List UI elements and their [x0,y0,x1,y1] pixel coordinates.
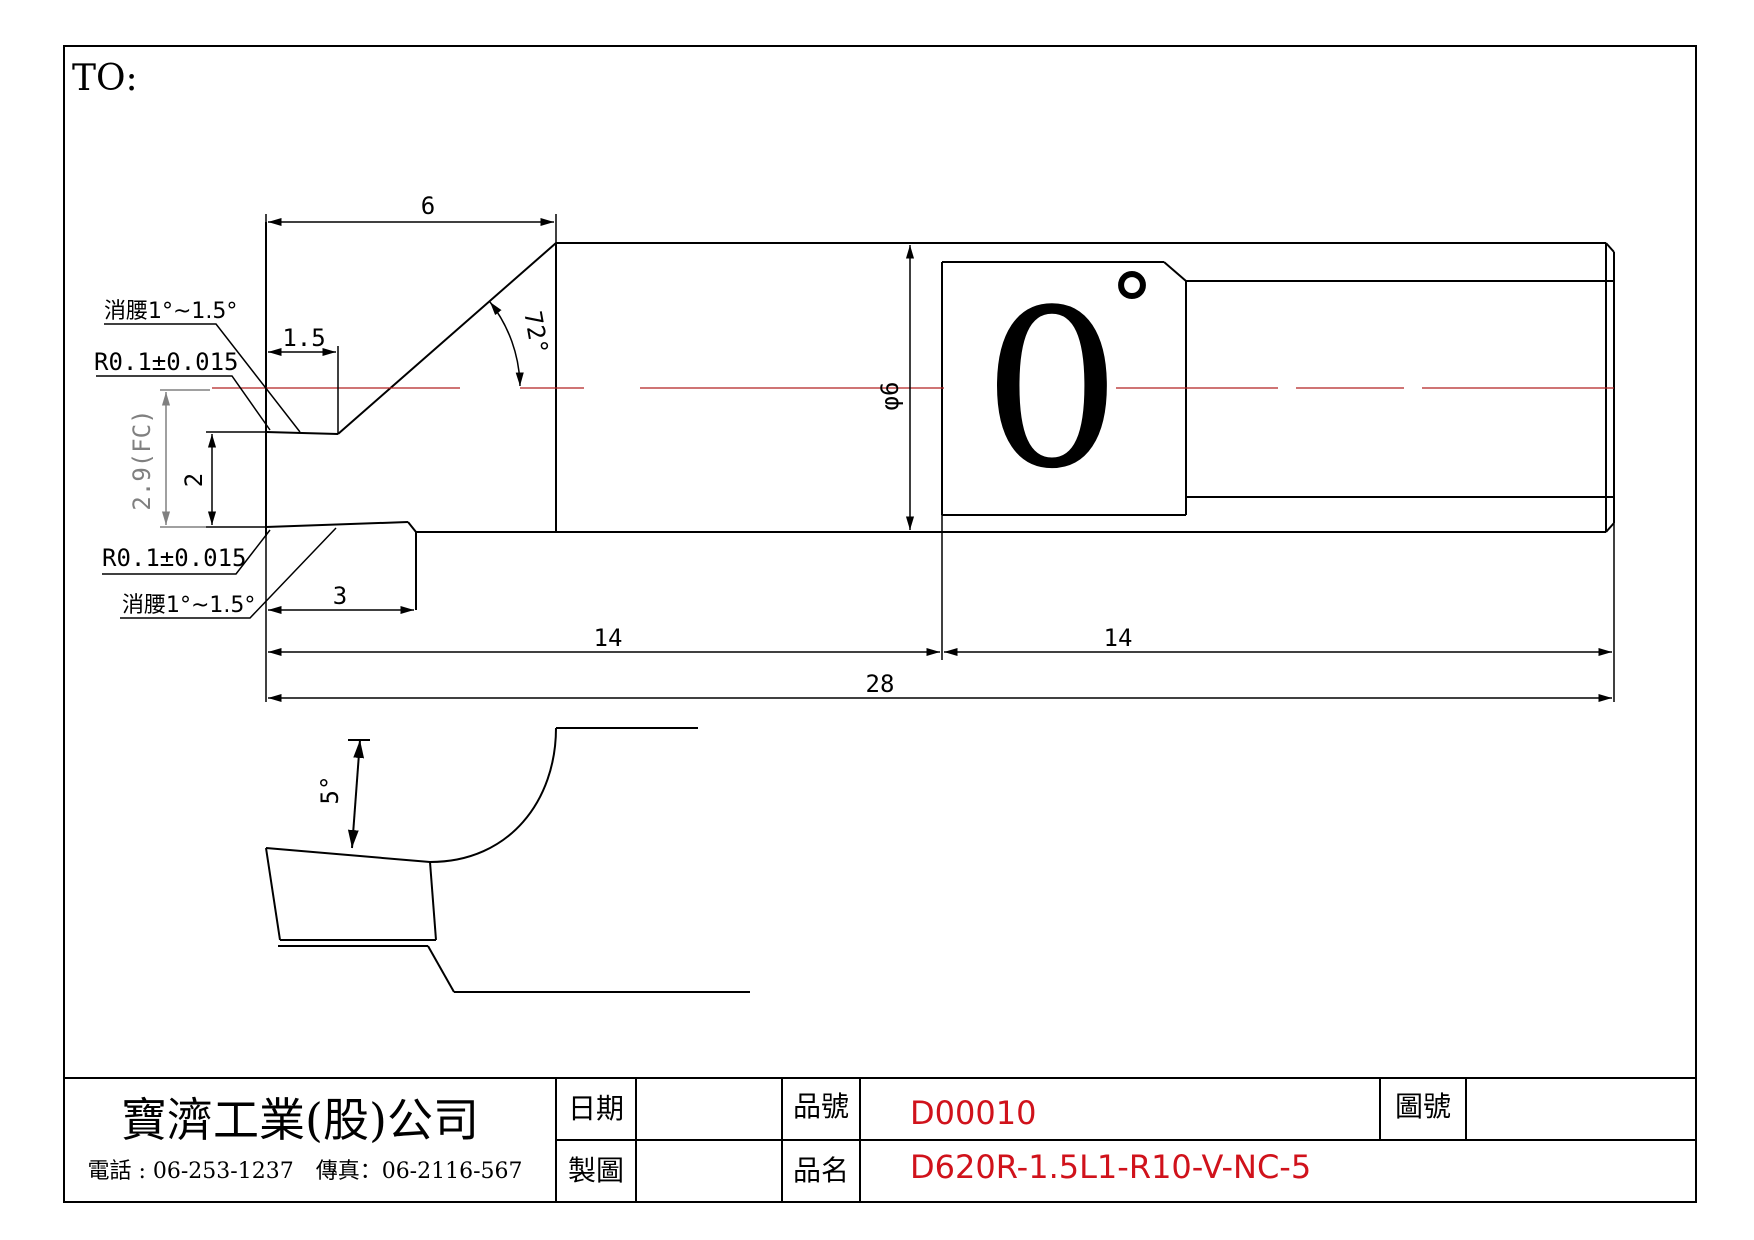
detail-view [265,727,750,993]
note-top-taper: 消腰1°~1.5° [104,299,237,324]
company-contact: 電話 : 06-253-1237 傳真：06-2116-567 [87,1159,522,1184]
dim-height: 2 [180,473,208,487]
dim-chamfer-angle: 72° [518,309,553,357]
dimension-lines [96,214,1615,703]
company-name: 寶濟工業(股)公司 [121,1093,479,1147]
dim-clearance-angle: 5° [316,776,344,805]
dim-total-length: 28 [866,670,895,698]
drawing-no-label: 圖號 [1395,1090,1451,1123]
part-no-label: 品號 [793,1090,849,1123]
tool-outline [265,222,1615,610]
title-block-grid [64,1077,1696,1202]
note-bottom-taper: 消腰1°~1.5° [122,593,255,618]
dim-top-length: 6 [421,192,435,220]
dim-tip-length: 1.5 [282,324,325,352]
to-label: TO: [72,58,138,99]
engraved-angle-degree: ° [1110,255,1155,360]
dim-diameter: φ6 [876,382,904,411]
part-no-value: D00010 [910,1094,1036,1132]
note-bottom-radius: R0.1±0.015 [102,544,247,572]
date-label: 日期 [568,1092,624,1125]
dim-front-half-length: 14 [594,624,623,652]
dim-height-fc: 2.9(FC) [128,409,156,510]
sheet-border [63,45,1697,1203]
gray-dimension [160,389,210,528]
drawn-label: 製圖 [568,1154,624,1187]
part-name-label: 品名 [793,1154,849,1187]
part-name-value: D620R-1.5L1-R10-V-NC-5 [910,1148,1311,1186]
dim-bottom-length: 3 [333,582,347,610]
engraved-angle-zero: 0 [983,264,1122,517]
dim-rear-half-length: 14 [1104,624,1133,652]
note-top-radius: R0.1±0.015 [94,348,239,376]
